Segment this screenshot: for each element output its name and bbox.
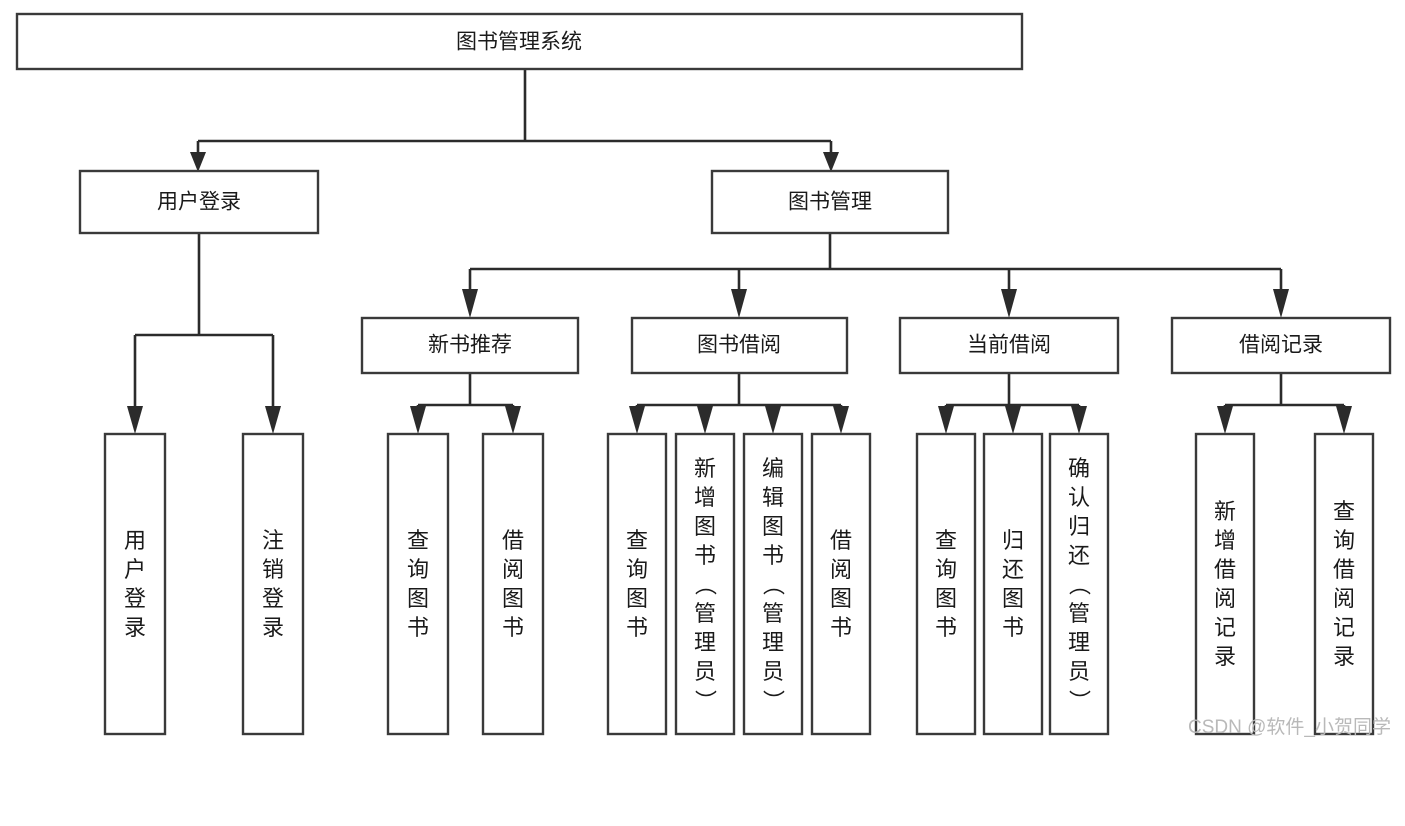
node-leaf-user-login-box[interactable] <box>103 432 167 736</box>
node-book-management-label: 图书管理 <box>788 191 872 214</box>
leaf-box-group <box>103 432 1375 736</box>
arrow-head-leaf-user-login <box>127 406 143 434</box>
node-borrow-record-box[interactable] <box>1170 316 1392 375</box>
node-root[interactable]: 图书管理系统 <box>15 12 1024 71</box>
node-new-book-recommend-label: 新书推荐 <box>428 334 512 357</box>
node-leaf-query-book-borrow-box[interactable] <box>606 432 668 736</box>
node-borrow-record-label: 借阅记录 <box>1239 334 1323 357</box>
node-leaf-query-borrow-record-box[interactable] <box>1313 432 1375 736</box>
arrow-head-leaf-edit-book-admin <box>765 406 781 434</box>
node-book-borrow-box[interactable] <box>630 316 849 375</box>
node-user-login-box[interactable] <box>78 169 320 235</box>
arrow-head-book-borrow <box>731 289 747 318</box>
node-current-borrow-box[interactable] <box>898 316 1120 375</box>
node-leaf-logout-box[interactable] <box>241 432 305 736</box>
node-root-label: 图书管理系统 <box>456 31 582 54</box>
arrow-head-leaf-logout <box>265 406 281 434</box>
node-user-login[interactable]: 用户登录 <box>78 169 320 235</box>
node-leaf-edit-book-admin-box[interactable] <box>742 432 804 736</box>
node-book-management[interactable]: 图书管理 <box>710 169 950 235</box>
node-leaf-borrow-book-box[interactable] <box>810 432 872 736</box>
node-book-management-box[interactable] <box>710 169 950 235</box>
arrow-head-user-login <box>190 152 206 172</box>
tree-diagram-svg: 图书管理系统 用户登录 图书管理 新书推荐 图书借阅 当前借阅 借阅记录 <box>15 12 1392 736</box>
diagram-canvas-root: 图书管理系统 用户登录 图书管理 新书推荐 图书借阅 当前借阅 借阅记录 <box>15 12 1392 738</box>
node-leaf-borrow-book-recommend-box[interactable] <box>481 432 545 736</box>
arrow-head-leaf-return-book <box>1005 406 1021 434</box>
node-current-borrow-label: 当前借阅 <box>967 334 1051 357</box>
connector-group <box>127 69 1352 434</box>
arrow-head-leaf-add-borrow-record <box>1217 406 1233 434</box>
node-leaf-query-book-recommend-box[interactable] <box>386 432 450 736</box>
node-user-login-label: 用户登录 <box>157 191 241 214</box>
arrow-head-borrow-record <box>1273 289 1289 318</box>
node-new-book-recommend[interactable]: 新书推荐 <box>360 316 580 375</box>
node-leaf-return-book-box[interactable] <box>982 432 1044 736</box>
arrow-head-leaf-query-book-current <box>938 406 954 434</box>
node-leaf-confirm-return-admin-box[interactable] <box>1048 432 1110 736</box>
arrow-head-leaf-borrow-book <box>833 406 849 434</box>
node-root-box[interactable] <box>15 12 1024 71</box>
node-current-borrow[interactable]: 当前借阅 <box>898 316 1120 375</box>
node-new-book-recommend-box[interactable] <box>360 316 580 375</box>
arrow-head-leaf-add-book-admin <box>697 406 713 434</box>
arrow-head-leaf-confirm-return-admin <box>1071 406 1087 434</box>
node-borrow-record[interactable]: 借阅记录 <box>1170 316 1392 375</box>
node-book-borrow-label: 图书借阅 <box>697 334 781 357</box>
arrow-head-new-book-recommend <box>462 289 478 318</box>
node-book-borrow[interactable]: 图书借阅 <box>630 316 849 375</box>
arrow-head-leaf-query-borrow-record <box>1336 406 1352 434</box>
node-leaf-add-book-admin-box[interactable] <box>674 432 736 736</box>
arrow-head-leaf-query-book-borrow <box>629 406 645 434</box>
node-leaf-query-book-current-box[interactable] <box>915 432 977 736</box>
arrow-head-current-borrow <box>1001 289 1017 318</box>
arrow-head-book-management <box>823 152 839 172</box>
arrow-head-leaf-borrow-book-recommend <box>505 406 521 434</box>
csdn-watermark: CSDN @软件_小贺同学 <box>1188 717 1391 738</box>
arrow-head-leaf-query-book-recommend <box>410 406 426 434</box>
node-leaf-add-borrow-record-box[interactable] <box>1194 432 1256 736</box>
